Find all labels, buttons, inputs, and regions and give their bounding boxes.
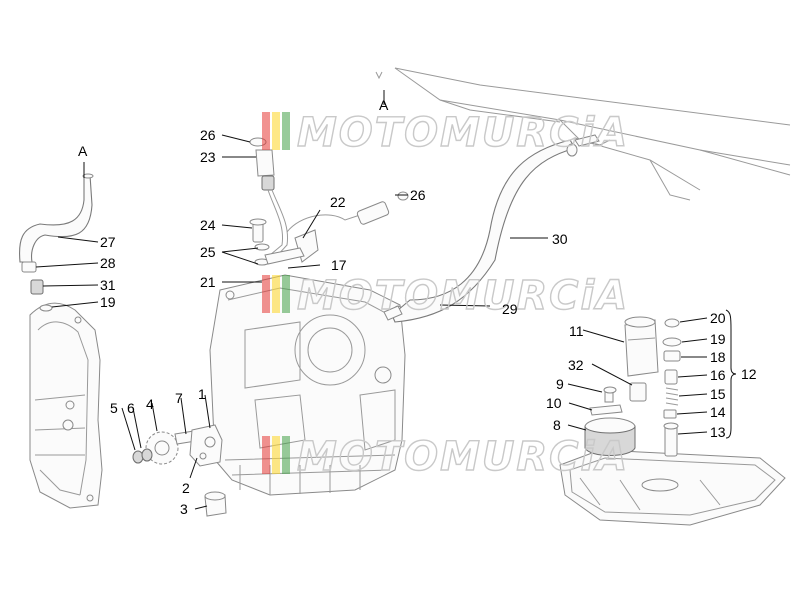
callout-number: 7 xyxy=(175,390,183,406)
watermark-top: MOTOMURCiA xyxy=(262,109,629,157)
callout-number: 26 xyxy=(410,187,426,203)
callout-number: 13 xyxy=(710,424,726,440)
callout-number: 25 xyxy=(200,244,216,260)
callout-number: 28 xyxy=(100,255,116,271)
breather-hose xyxy=(383,139,578,323)
callout-number: 4 xyxy=(146,396,154,412)
oil-hose-left xyxy=(18,173,94,312)
callout-number: 21 xyxy=(200,274,216,290)
callout-number: 31 xyxy=(100,277,116,293)
watermark-text: MOTOMURCiA xyxy=(297,273,629,319)
callout-number: 20 xyxy=(710,310,726,326)
watermark-text: MOTOMURCiA xyxy=(297,110,629,156)
callout-number: 15 xyxy=(710,386,726,402)
callout-number: 30 xyxy=(552,231,568,247)
callout-number: 11 xyxy=(569,323,584,339)
callout-number: 23 xyxy=(200,149,216,165)
callout-number: 9 xyxy=(556,376,564,392)
watermark-middle: MOTOMURCiA xyxy=(262,272,629,320)
callout-number: 5 xyxy=(110,400,118,416)
oil-pump-assembly xyxy=(132,424,227,517)
oil-sump-and-filter xyxy=(559,309,786,526)
leader-lines xyxy=(35,90,708,510)
callout-number: 17 xyxy=(331,257,347,273)
connector-label: A xyxy=(78,143,88,159)
central-oil-lines xyxy=(249,137,409,266)
callout-number: 12 xyxy=(741,366,757,382)
callout-number: 27 xyxy=(100,234,116,250)
frame-outline xyxy=(394,67,791,201)
callout-number: 24 xyxy=(200,217,216,233)
callout-number: 18 xyxy=(710,349,726,365)
timing-cover xyxy=(29,302,103,509)
connector-label: A xyxy=(379,97,389,113)
callout-number: 3 xyxy=(180,501,188,517)
callout-number: 10 xyxy=(546,395,562,411)
engine-crankcase xyxy=(209,274,406,496)
callout-number: 19 xyxy=(710,331,726,347)
watermark-text: MOTOMURCiA xyxy=(297,434,629,480)
callout-number: 29 xyxy=(502,301,518,317)
callout-number: 26 xyxy=(200,127,216,143)
watermark-bottom: MOTOMURCiA xyxy=(262,433,629,481)
callout-number: 8 xyxy=(553,417,561,433)
callout-number: 1 xyxy=(198,386,206,402)
callout-number: 16 xyxy=(710,367,726,383)
callout-number: 19 xyxy=(100,294,116,310)
callout-number: 6 xyxy=(127,400,135,416)
callout-number: 32 xyxy=(568,357,584,373)
callout-number: 22 xyxy=(330,194,346,210)
callout-number: 2 xyxy=(182,480,190,496)
callout-number: 14 xyxy=(710,404,726,420)
